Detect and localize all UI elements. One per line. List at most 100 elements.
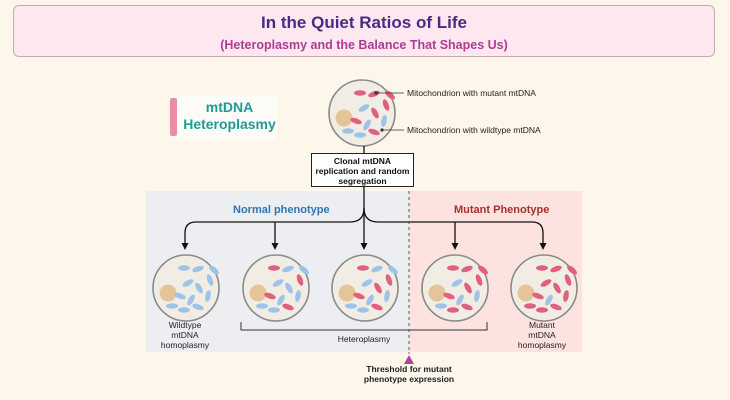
threshold-line1: Threshold for mutant xyxy=(366,364,452,374)
mutant-cell xyxy=(510,254,578,322)
mutant-line2: mtDNA xyxy=(528,330,556,340)
mutant-mitochondrion xyxy=(540,279,552,287)
wildtype-mitochondrion xyxy=(166,303,178,309)
wildtype-mitochondrion xyxy=(345,303,357,309)
normal-phenotype-label: Normal phenotype xyxy=(233,204,330,216)
wildtype-mitochondrion xyxy=(187,294,195,306)
mutant-line3: homoplasmy xyxy=(517,340,567,350)
wildtype-mitochondrion xyxy=(178,307,190,313)
key-label-line2: Heteroplasmy xyxy=(183,116,276,132)
nucleus xyxy=(338,284,356,302)
mutant-mitochondrion xyxy=(371,303,383,311)
nucleus xyxy=(249,284,267,302)
mutant-mitochondrion xyxy=(536,307,548,313)
wildtype-mitochondrion xyxy=(192,265,204,273)
mutant-mitochondrion xyxy=(371,107,379,119)
arrow-mutant xyxy=(363,207,547,250)
wildtype-mitochondrion xyxy=(361,279,373,287)
threshold-line2: phenotype expression xyxy=(363,374,455,384)
wildtype-mitochondrion xyxy=(474,290,480,302)
wildtype-mitochondrion xyxy=(388,265,398,275)
heteroplasmy-key: mtDNA Heteroplasmy xyxy=(170,95,277,140)
wildtype-mitochondrion xyxy=(209,265,219,275)
key-accent-bar xyxy=(170,98,177,136)
mutant-mitochondrion xyxy=(464,282,472,294)
wildtype-mitochondrion xyxy=(384,290,390,302)
wildtype-mitochondrion xyxy=(435,303,447,309)
wildtype-mitochondrion xyxy=(451,279,463,287)
mutant-callout-dot xyxy=(374,91,378,95)
mutant-callout-label: Mitochondrion with mutant mtDNA xyxy=(407,88,536,98)
key-label-line1: mtDNA xyxy=(205,99,254,115)
mutant-mitochondrion xyxy=(567,265,577,275)
mutant-mitochondrion xyxy=(536,265,548,271)
mutant-mitochondrion xyxy=(368,128,380,136)
wildtype-mitochondrion xyxy=(456,294,464,306)
nucleus xyxy=(517,284,535,302)
source-cell xyxy=(328,79,396,147)
wildtype-mitochondrion xyxy=(285,282,293,294)
mutant-mitochondrion xyxy=(550,265,562,273)
wildtype-cell xyxy=(152,254,220,322)
wildtype-line3: homoplasmy xyxy=(160,340,210,350)
wildtype-mitochondrion xyxy=(342,128,354,134)
wildtype-mitochondrion xyxy=(295,290,301,302)
mutant-mitochondrion xyxy=(374,282,382,294)
mutant-mitochondrion xyxy=(461,303,473,311)
wildtype-mitochondrion xyxy=(268,307,280,313)
mutant-mitochondrion xyxy=(354,90,366,96)
wildtype-mitochondrion xyxy=(178,265,190,271)
mutant-mitochondrion xyxy=(268,265,280,271)
wildtype-mitochondrion xyxy=(282,265,294,273)
mutant-homoplasmy-label: Mutant mtDNA homoplasmy xyxy=(502,320,582,350)
mutant-mitochondrion xyxy=(264,292,276,300)
mutant-mitochondrion xyxy=(524,303,536,309)
nucleus xyxy=(335,109,353,127)
mutant-mitochondrion xyxy=(447,307,459,313)
mutant-mitochondrion xyxy=(475,274,483,286)
wildtype-mitochondrion xyxy=(256,303,268,309)
wildtype-mitochondrion xyxy=(358,104,370,112)
wildtype-mitochondrion xyxy=(545,294,553,306)
mutant-mitochondrion xyxy=(282,303,294,311)
mutant-mitochondrion xyxy=(296,274,304,286)
wildtype-mitochondrion xyxy=(277,294,285,306)
process-box: Clonal mtDNA replication and random segr… xyxy=(311,153,414,187)
mutant-mitochondrion xyxy=(443,292,455,300)
mutant-mitochondrion xyxy=(353,292,365,300)
threshold-marker-icon xyxy=(404,355,414,364)
mutant-mitochondrion xyxy=(550,303,562,311)
mutant-mitochondrion xyxy=(564,274,572,286)
wildtype-mitochondrion xyxy=(381,115,387,127)
wildtype-callout-label: Mitochondrion with wildtype mtDNA xyxy=(407,125,541,135)
mutant-phenotype-label: Mutant Phenotype xyxy=(454,204,550,216)
heteroplasmic-cell-1 xyxy=(242,254,310,322)
wildtype-line2: mtDNA xyxy=(171,330,199,340)
mutant-mitochondrion xyxy=(553,282,561,294)
process-line2: replication and random xyxy=(315,166,410,176)
page-subtitle: (Heteroplasmy and the Balance That Shape… xyxy=(220,38,508,52)
heteroplasmy-label: Heteroplasmy xyxy=(337,334,391,344)
process-line1: Clonal mtDNA xyxy=(333,156,392,166)
wildtype-mitochondrion xyxy=(205,290,211,302)
wildtype-callout-dot xyxy=(380,128,384,132)
mutant-mitochondrion xyxy=(447,265,459,271)
mutant-mitochondrion xyxy=(532,292,544,300)
wildtype-mitochondrion xyxy=(272,279,284,287)
process-line3: segregation xyxy=(338,176,387,186)
wildtype-mitochondrion xyxy=(363,119,371,131)
cells-layer xyxy=(152,79,578,322)
wildtype-mitochondrion xyxy=(195,282,203,294)
wildtype-mitochondrion xyxy=(371,265,383,273)
mutant-mitochondrion xyxy=(461,265,473,273)
mutant-mitochondrion xyxy=(478,265,488,275)
mutant-mitochondrion xyxy=(357,265,369,271)
wildtype-mitochondrion xyxy=(174,292,186,300)
nucleus xyxy=(428,284,446,302)
wildtype-mitochondrion xyxy=(206,274,214,286)
heteroplasmy-bracket xyxy=(240,322,488,331)
wildtype-mitochondrion xyxy=(357,307,369,313)
threshold-label: Threshold for mutant phenotype expressio… xyxy=(359,364,459,384)
wildtype-line1: Wildtype xyxy=(168,320,202,330)
